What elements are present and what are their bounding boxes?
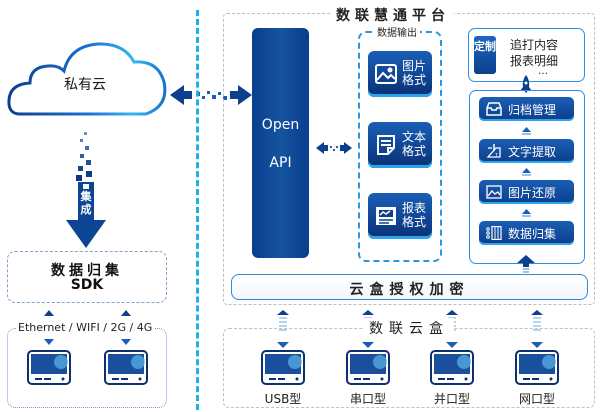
up-arrow-icon (121, 310, 131, 316)
device-label: 网口型 (518, 392, 555, 406)
parallel-device-icon[interactable] (430, 350, 474, 385)
custom-badge: 定制 (474, 36, 496, 74)
process-label: 文字提取 (508, 145, 557, 159)
image-restore-icon (486, 185, 502, 199)
device-label: 并口型 (433, 392, 470, 406)
text-extract-button[interactable]: T 文字提取 (479, 139, 574, 163)
divider-line (196, 10, 199, 410)
connectivity-label: Ethernet / WIFI / 2G / 4G (16, 321, 155, 334)
up-arrow-icon (517, 255, 535, 273)
svg-text:T: T (495, 153, 498, 158)
report-icon (376, 207, 396, 225)
data-collect-button[interactable]: 数据归集 (479, 221, 574, 245)
open-api-label: Open (261, 117, 300, 133)
device-label: USB型 (264, 392, 302, 406)
private-cloud-label: 私有云 (64, 77, 106, 93)
up-arrow-icon (277, 310, 289, 348)
integrate-arrow-icon (66, 132, 106, 248)
license-encryption-label: 云盒授权加密 (349, 282, 470, 298)
data-collect-icon (486, 226, 502, 240)
sdk-subtitle: SDK (70, 277, 104, 293)
up-arrow-icon (531, 310, 543, 348)
usb-device-icon[interactable] (261, 350, 305, 385)
open-api-label: API (269, 155, 292, 171)
cloud-box-device-icon (104, 350, 148, 385)
format-label: 格式 (402, 144, 427, 158)
document-icon (377, 135, 395, 155)
up-arrow-icon (522, 168, 531, 176)
image-icon (375, 64, 397, 84)
data-output-label: 数据输出 (374, 24, 420, 39)
process-label: 归档管理 (508, 103, 557, 117)
text-extract-icon: T (486, 144, 501, 158)
text-format-button[interactable]: 文本 格式 (368, 122, 432, 168)
sdk-box (7, 251, 167, 303)
custom-line: 报表明细 (510, 54, 559, 68)
cloud-box-title: 数联云盒 (364, 318, 454, 338)
integrate-label: 集成 (80, 190, 92, 216)
sdk-title: 数据归集 (51, 263, 123, 279)
process-label: 图片还原 (508, 186, 557, 200)
image-restore-button[interactable]: 图片还原 (479, 180, 574, 204)
report-format-button[interactable]: 报表 格式 (368, 193, 432, 239)
open-api-block[interactable] (252, 28, 309, 258)
down-arrow-icon (121, 339, 131, 345)
format-label: 图片 (402, 59, 427, 73)
up-arrow-icon (522, 127, 531, 135)
private-cloud-icon (7, 42, 167, 116)
down-arrow-icon (44, 339, 54, 345)
process-label: 数据归集 (508, 227, 557, 241)
archive-tray-icon (486, 102, 502, 116)
device-label: 串口型 (349, 392, 386, 406)
custom-ellipsis: … (538, 66, 548, 77)
up-arrow-icon (522, 209, 531, 217)
network-device-icon[interactable] (515, 350, 559, 385)
custom-line: 追打内容 (510, 38, 559, 52)
format-label: 报表 (402, 201, 427, 215)
rocket-icon (520, 75, 532, 93)
archive-management-button[interactable]: 归档管理 (479, 97, 574, 121)
cloud-box-device-icon (27, 350, 71, 385)
bidirectional-arrow-icon (316, 142, 352, 154)
up-arrow-icon (44, 310, 54, 316)
image-format-button[interactable]: 图片 格式 (368, 51, 432, 97)
platform-title: 数联慧通平台 (332, 5, 454, 25)
license-encryption-bar[interactable] (231, 274, 588, 300)
serial-device-icon[interactable] (346, 350, 390, 385)
format-label: 文本 (402, 130, 427, 144)
format-label: 格式 (402, 73, 427, 87)
format-label: 格式 (402, 215, 427, 229)
